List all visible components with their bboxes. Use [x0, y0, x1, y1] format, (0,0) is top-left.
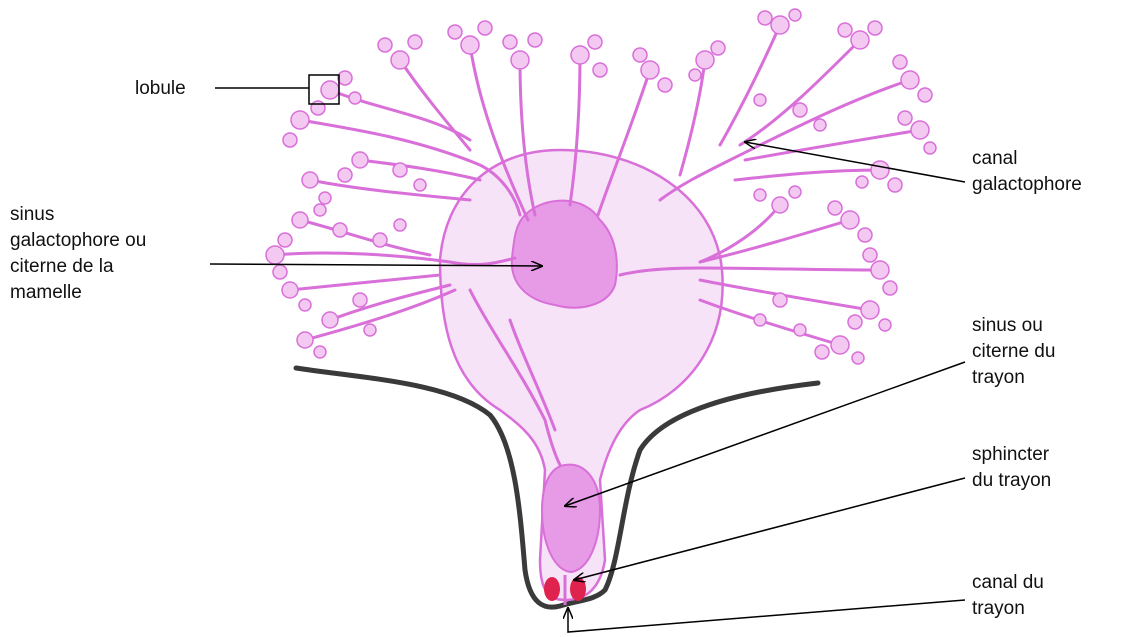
teat-cistern — [542, 465, 600, 572]
leader-canal-trayon — [568, 600, 965, 632]
label-sphincter: sphincter du trayon — [972, 442, 1051, 494]
sphincter-left — [544, 577, 560, 601]
sphincter-right — [570, 577, 586, 601]
label-lobule: lobule — [135, 76, 186, 102]
label-canal-galactophore: canal galactophore — [972, 146, 1082, 198]
label-canal-trayon: canal du trayon — [972, 570, 1044, 622]
label-sinus-trayon: sinus ou citerne du trayon — [972, 313, 1055, 391]
label-sinus-galactophore: sinus galactophore ou citerne de la mame… — [10, 202, 146, 306]
leader-sphincter — [574, 478, 965, 580]
